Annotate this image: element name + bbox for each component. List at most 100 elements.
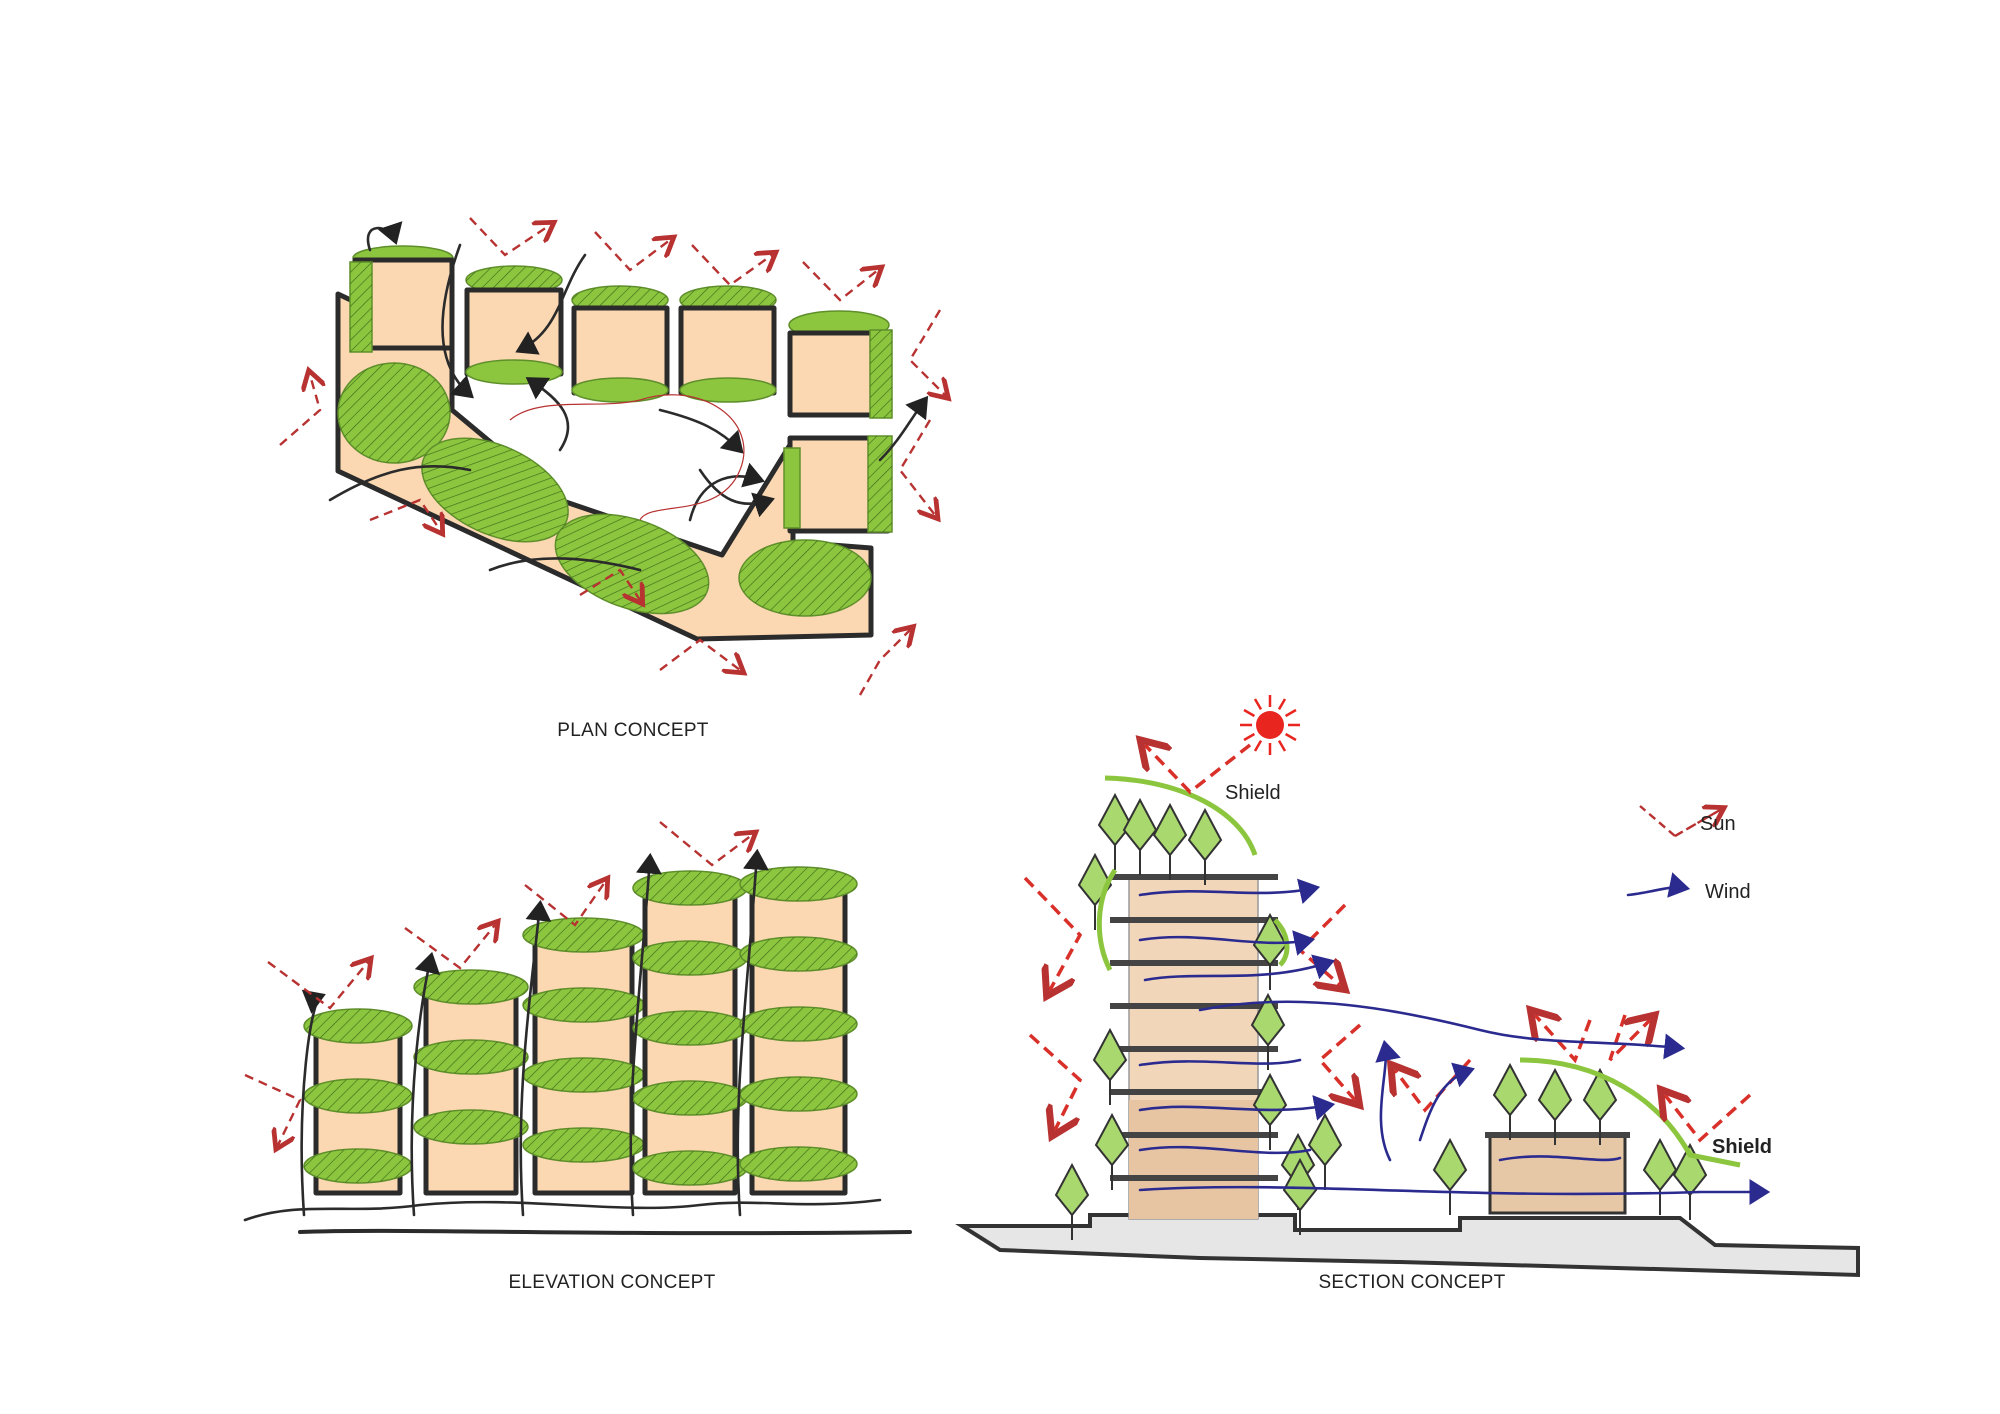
section-concept-sketch [955, 695, 1860, 1278]
green-terrace-hatch [414, 1040, 528, 1074]
sun-ray [1277, 698, 1287, 711]
tree [1537, 1067, 1573, 1145]
elevation-concept-label: ELEVATION CONCEPT [508, 1272, 716, 1293]
tree-canopy [1252, 1072, 1288, 1127]
elevation-ground-line [298, 1228, 912, 1236]
tree-canopy [1642, 1137, 1678, 1192]
tree [1097, 792, 1133, 870]
tree-canopy [1582, 1067, 1618, 1122]
tree-canopy [1537, 1067, 1573, 1122]
tree [1252, 1072, 1288, 1150]
tree-canopy [1092, 1027, 1128, 1082]
section-tower [1110, 874, 1278, 1220]
tree-canopy [1252, 912, 1288, 967]
wind-flow [629, 852, 662, 1217]
tree-canopy [1094, 1112, 1130, 1167]
section-trees [1054, 792, 1708, 1240]
green-terrace-hatch [633, 1081, 747, 1115]
wind-flow [410, 951, 441, 1217]
tree-canopy [1282, 1157, 1318, 1212]
tree [1582, 1067, 1618, 1145]
tree-canopy [1187, 807, 1223, 862]
sun-ray [1243, 732, 1256, 742]
legend-sun-arrow [1639, 806, 1720, 838]
plan-building-blocks [349, 245, 893, 534]
green-terrace-hatch [304, 1149, 412, 1183]
elevation-towers [300, 848, 858, 1217]
sun-ray [1243, 708, 1256, 718]
tree [1092, 1027, 1128, 1105]
sun-ray [1284, 708, 1297, 718]
section-ground [955, 1213, 1860, 1278]
green-terrace-hatch [740, 1147, 857, 1181]
tree-canopy [1097, 792, 1133, 847]
tree-canopy [1152, 802, 1188, 857]
section-sun-arrows [1023, 745, 1752, 1143]
section-sun-icon [1240, 695, 1300, 755]
green-terrace-hatch [740, 1007, 857, 1041]
tree-canopy [1672, 1142, 1708, 1197]
elevation-tower [629, 852, 748, 1217]
sun-ray [1253, 739, 1263, 752]
tree [1492, 1062, 1528, 1140]
tree-canopy [1122, 797, 1158, 852]
tower-body [423, 984, 519, 1196]
shield-right-label: Shield [1712, 1136, 1773, 1158]
green-terrace-hatch [740, 1077, 857, 1111]
sun-ray [1253, 698, 1263, 711]
shield-top-label: Shield [1225, 782, 1281, 804]
tree [1250, 992, 1286, 1070]
section-low-block [1485, 1132, 1630, 1215]
legend-wind-arrow [1626, 872, 1691, 898]
plan-concept-sketch [279, 217, 945, 696]
tree [1152, 802, 1188, 880]
green-terrace-hatch [740, 937, 857, 971]
tree [1252, 912, 1288, 990]
tree-canopy [1492, 1062, 1528, 1117]
green-terrace-hatch [414, 1110, 528, 1144]
tree-canopy [1054, 1162, 1090, 1217]
plan-concept-label: PLAN CONCEPT [557, 720, 709, 741]
tree [1187, 807, 1223, 885]
elevation-sun-arrows [244, 821, 752, 1145]
wind-flow [300, 989, 326, 1217]
green-terrace-hatch [523, 1058, 644, 1092]
plan-wind-flows [328, 221, 929, 572]
tree-canopy [1250, 992, 1286, 1047]
section-shields [1096, 775, 1741, 1168]
tree-canopy [1077, 852, 1113, 907]
tree-canopy [1432, 1137, 1468, 1192]
tree-canopy [1307, 1112, 1343, 1167]
wind-flow [519, 899, 552, 1217]
legend-sun-label: Sun [1700, 813, 1736, 835]
green-terrace-hatch [633, 1011, 747, 1045]
elevation-tower [519, 899, 645, 1217]
section-wind-flows [1138, 878, 1771, 1205]
green-terrace-hatch [740, 867, 857, 901]
sun-ray [1277, 739, 1287, 752]
tree [1307, 1112, 1343, 1190]
tree [1054, 1162, 1090, 1240]
plan-sun-arrows [279, 217, 945, 696]
tree [1432, 1137, 1468, 1215]
green-terrace-hatch [304, 1009, 412, 1043]
green-terrace-hatch [523, 1128, 644, 1162]
elevation-tower [300, 989, 413, 1217]
green-terrace-hatch [304, 1079, 412, 1113]
green-terrace-hatch [633, 1151, 747, 1185]
green-terrace-hatch [523, 988, 644, 1022]
tree [1282, 1157, 1318, 1235]
tree [1672, 1142, 1708, 1220]
legend-wind-label: Wind [1705, 881, 1751, 903]
green-terrace-hatch [523, 918, 644, 952]
green-terrace-hatch [633, 871, 747, 905]
green-terrace-hatch [633, 941, 747, 975]
wind-flow [736, 848, 769, 1217]
elevation-tower [736, 848, 858, 1217]
plan-green-areas [337, 362, 872, 617]
tree [1122, 797, 1158, 875]
tree [1094, 1112, 1130, 1190]
elevation-tower [410, 951, 529, 1217]
elevation-concept-sketch [243, 821, 912, 1236]
